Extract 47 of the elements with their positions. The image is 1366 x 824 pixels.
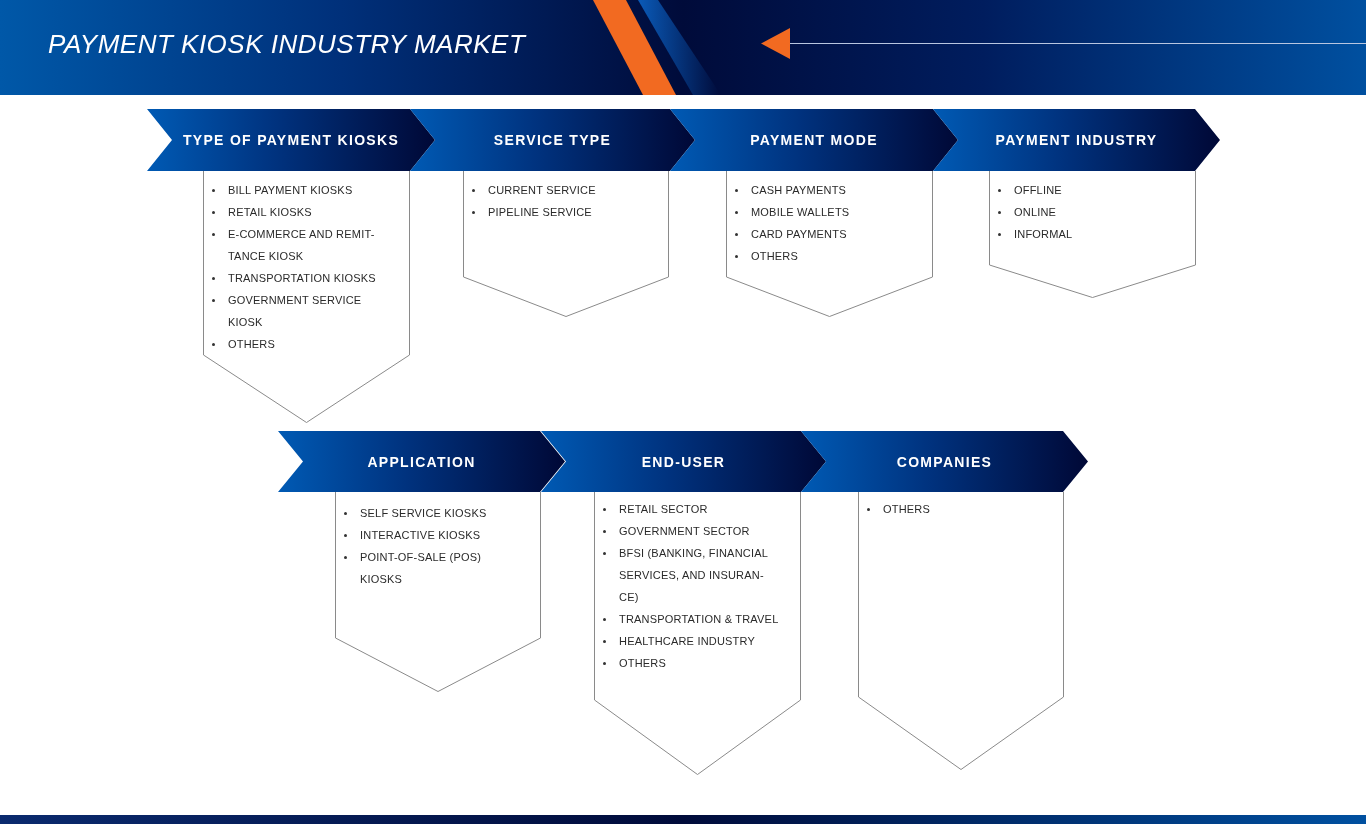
list-item: PIPELINE SERVICE xyxy=(488,205,592,220)
list-item: RETAIL KIOSKS xyxy=(228,205,312,220)
chevron-banner xyxy=(670,109,958,171)
chevron-banner xyxy=(933,109,1220,171)
list-item: MOBILE WALLETS xyxy=(751,205,850,220)
list-item: INTERACTIVE KIOSKS xyxy=(360,528,481,543)
section-heading: PAYMENT MODE xyxy=(750,132,878,148)
list-item: GOVERNMENT SERVICE KIOSK xyxy=(228,293,363,330)
list-item: SELF SERVICE KIOSKS xyxy=(360,506,487,521)
list-item: OTHERS xyxy=(751,249,799,264)
list-item: CARD PAYMENTS xyxy=(751,227,847,242)
list-item: INFORMAL xyxy=(1014,227,1073,242)
page-title: PAYMENT KIOSK INDUSTRY MARKET xyxy=(48,29,526,60)
section-heading: APPLICATION xyxy=(367,453,476,470)
chevron-banner xyxy=(410,109,695,171)
list-item: CASH PAYMENTS xyxy=(751,183,847,198)
list-item: BFSI (BANKING, FINANCIAL SERVICES, AND INSURAN-CE) xyxy=(619,546,769,605)
list-panel xyxy=(335,492,541,692)
list-panel xyxy=(463,171,669,317)
list-item: POINT-OF-SALE (POS) KIOSKS xyxy=(360,550,483,587)
list-item: OTHERS xyxy=(619,656,667,671)
section-heading: TYPE OF PAYMENT KIOSKS xyxy=(182,132,400,148)
list-item: ONLINE xyxy=(1014,205,1057,220)
list-item: E-COMMERCE AND REMIT-TANCE KIOSK xyxy=(228,227,376,264)
chevron-banner xyxy=(147,109,435,171)
list-item: OTHERS xyxy=(228,337,276,352)
list-panel xyxy=(594,492,801,775)
list-panel xyxy=(726,171,933,317)
list-item: TRANSPORTATION & TRAVEL xyxy=(619,612,779,627)
section-heading: COMPANIES xyxy=(896,453,993,470)
list-item: CURRENT SERVICE xyxy=(488,183,596,198)
list-item: OFFLINE xyxy=(1014,183,1062,198)
section-heading: PAYMENT INDUSTRY xyxy=(995,132,1158,148)
list-item: HEALTHCARE INDUSTRY xyxy=(619,634,756,649)
chevron-banner xyxy=(541,431,826,492)
chevron-banner xyxy=(801,431,1088,492)
list-item: RETAIL SECTOR xyxy=(619,502,708,517)
section-heading: SERVICE TYPE xyxy=(493,132,612,148)
list-item: OTHERS xyxy=(883,502,931,517)
list-item: BILL PAYMENT KIOSKS xyxy=(228,183,353,198)
list-item: GOVERNMENT SECTOR xyxy=(619,524,750,539)
chevron-banner xyxy=(278,431,565,492)
section-heading: END-USER xyxy=(641,453,726,470)
list-panel xyxy=(989,171,1196,298)
list-panel xyxy=(203,171,410,423)
list-panel xyxy=(858,492,1064,770)
list-item: TRANSPORTATION KIOSKS xyxy=(228,271,376,286)
